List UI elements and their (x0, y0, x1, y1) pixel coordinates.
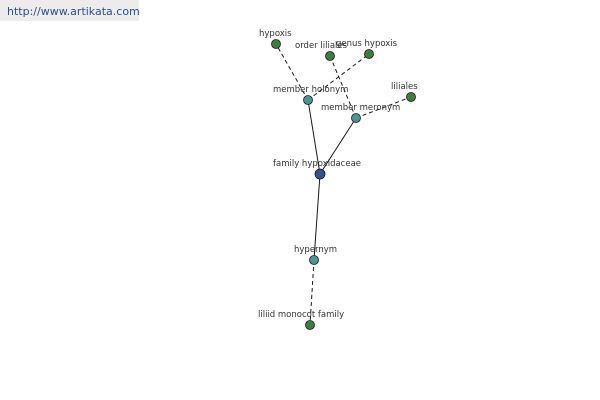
edges-layer (275, 43, 412, 326)
node-hypoxis[interactable] (271, 39, 281, 49)
edge-family-hypoxidaceae-to-member-holonym (307, 99, 321, 175)
node-label-genus-hypoxis: genus hypoxis (336, 39, 398, 49)
edge-member-holonym-to-hypoxis (275, 43, 309, 101)
node-member-meronym[interactable] (351, 113, 361, 123)
node-order-liliales[interactable] (325, 51, 335, 61)
watermark-banner: http://www.artikata.com (0, 0, 140, 21)
node-member-holonym[interactable] (303, 95, 313, 105)
edge-member-meronym-to-liliales (355, 96, 412, 119)
node-label-family-hypoxidaceae: family hypoxidaceae (273, 159, 361, 169)
node-liliales[interactable] (406, 92, 416, 102)
watermark-url: http://www.artikata.com (7, 5, 140, 18)
node-label-member-holonym: member holonym (273, 85, 348, 95)
node-hypernym[interactable] (309, 255, 319, 265)
node-liliid-monocot-family[interactable] (305, 320, 315, 330)
node-label-order-liliales: order liliales (295, 41, 348, 51)
node-label-hypernym: hypernym (294, 245, 337, 255)
node-label-member-meronym: member meronym (321, 103, 400, 113)
edge-family-hypoxidaceae-to-member-meronym (319, 117, 357, 175)
node-label-liliales: liliales (391, 82, 418, 92)
node-family-hypoxidaceae[interactable] (314, 168, 326, 180)
node-label-hypoxis: hypoxis (259, 29, 292, 39)
node-genus-hypoxis[interactable] (364, 49, 374, 59)
edge-member-meronym-to-order-liliales (329, 55, 357, 119)
edge-family-hypoxidaceae-to-hypernym (313, 173, 321, 261)
edge-hypernym-to-liliid-monocot-family (309, 259, 315, 326)
node-label-liliid-monocot-family: liliid monocot family (258, 310, 344, 320)
